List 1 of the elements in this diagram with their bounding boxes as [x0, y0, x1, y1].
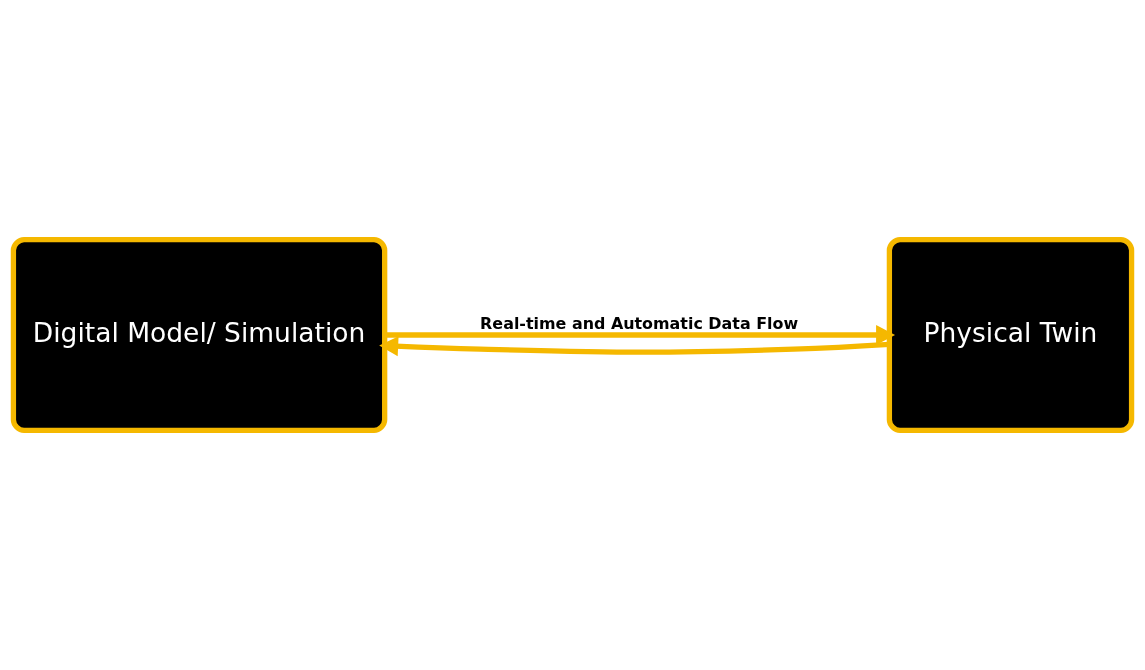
edge-label: Real-time and Automatic Data Flow — [480, 314, 799, 334]
